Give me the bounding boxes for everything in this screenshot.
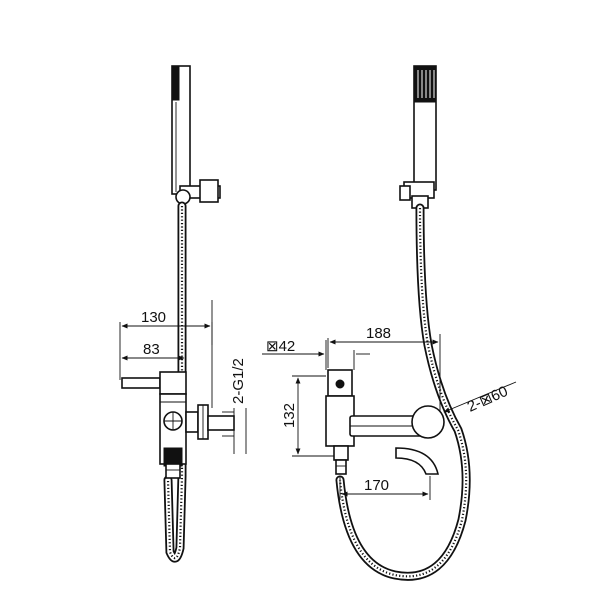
dim-thread-label: 2-G1/2	[230, 358, 247, 404]
dim-132-label: 132	[281, 403, 298, 428]
front-mixer-body	[325, 369, 445, 475]
side-mixer-body	[121, 300, 235, 479]
dim-170-label: 170	[364, 477, 389, 494]
front-view: ⊠42 188 132 170 2-⊠60	[262, 65, 517, 581]
dim-42-label: ⊠42	[266, 338, 295, 355]
dim-83: 83	[121, 341, 187, 372]
side-view: 130 83 2-G1/2	[119, 65, 247, 563]
dim-60-label: 2-⊠60	[465, 383, 511, 416]
dim-188-label: 188	[366, 325, 391, 342]
dim-130: 130	[119, 309, 213, 408]
dim-188: 188	[327, 325, 441, 412]
dim-130-label: 130	[141, 309, 166, 326]
dim-thread: 2-G1/2	[222, 358, 247, 454]
front-hand-shower	[399, 65, 437, 209]
dim-83-label: 83	[143, 341, 160, 358]
front-hose	[335, 203, 471, 581]
dim-42: ⊠42	[262, 338, 370, 370]
dim-132: 132	[281, 375, 334, 457]
dim-170: 170	[339, 476, 431, 500]
side-hose	[163, 201, 187, 563]
side-hand-shower	[171, 65, 221, 205]
dim-60: 2-⊠60	[443, 381, 517, 416]
